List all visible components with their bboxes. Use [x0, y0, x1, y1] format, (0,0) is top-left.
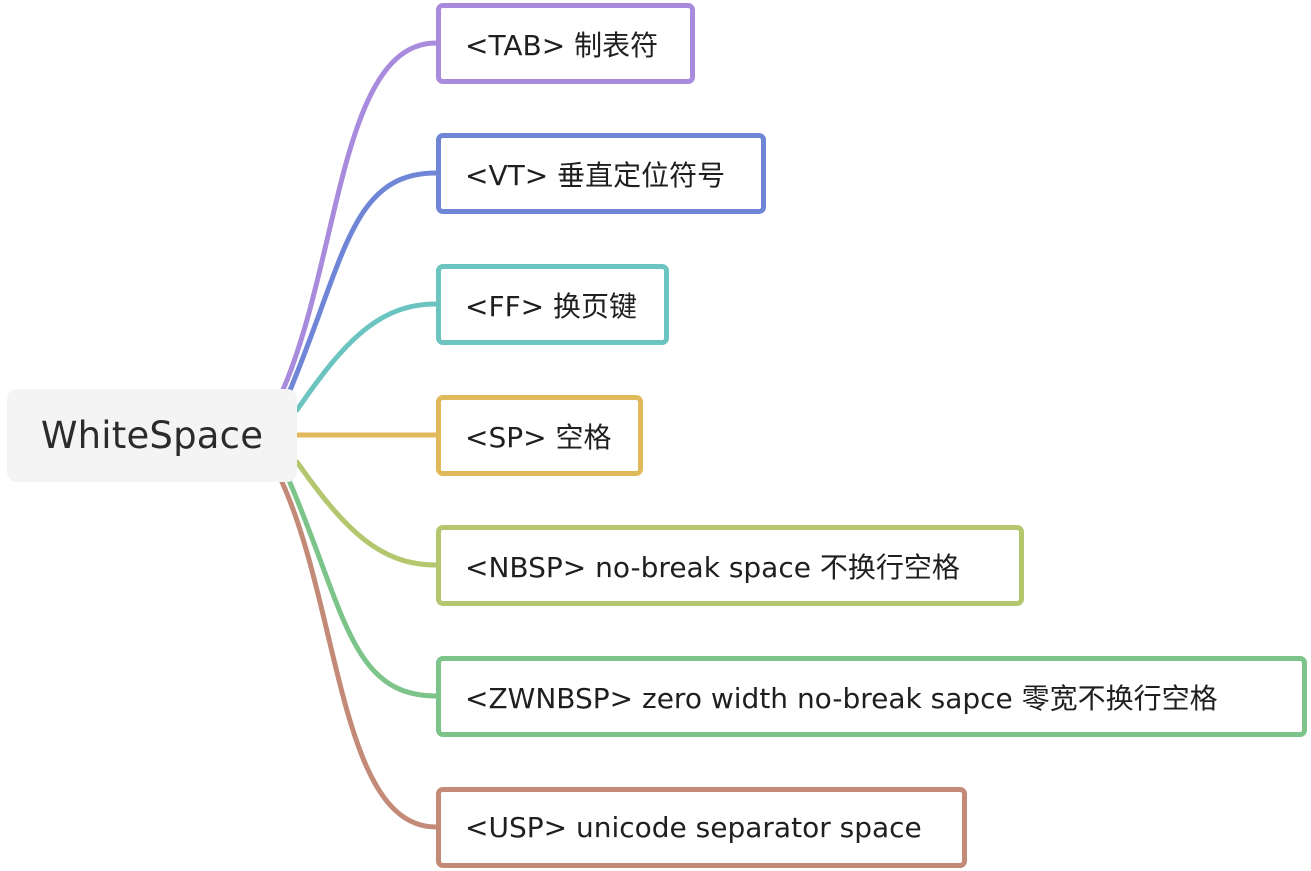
branch-node-zwnbsp[interactable]: <ZWNBSP> zero width no-break sapce 零宽不换行… — [436, 656, 1307, 737]
branch-node-nbsp-label: <NBSP> no-break space 不换行空格 — [465, 550, 960, 584]
branch-node-sp[interactable]: <SP> 空格 — [436, 395, 643, 476]
connector-zwnbsp — [285, 475, 439, 699]
branch-node-tab[interactable]: <TAB> 制表符 — [436, 3, 695, 84]
connector-vt — [285, 170, 439, 398]
connector-ff — [294, 301, 439, 413]
branch-node-zwnbsp-label: <ZWNBSP> zero width no-break sapce 零宽不换行… — [465, 681, 1218, 715]
branch-node-ff[interactable]: <FF> 换页键 — [436, 264, 669, 345]
branch-node-ff-label: <FF> 换页键 — [465, 289, 638, 323]
connector-usp — [279, 479, 439, 830]
branch-node-usp-label: <USP> unicode separator space — [465, 811, 922, 844]
branch-node-usp[interactable]: <USP> unicode separator space — [436, 787, 967, 868]
branch-node-vt-label: <VT> 垂直定位符号 — [465, 158, 726, 192]
connector-nbsp — [294, 459, 439, 568]
branch-node-sp-label: <SP> 空格 — [465, 420, 612, 454]
root-node-label: WhiteSpace — [40, 414, 264, 457]
connector-tab — [279, 40, 439, 395]
branch-node-tab-label: <TAB> 制表符 — [465, 28, 659, 62]
branch-node-nbsp[interactable]: <NBSP> no-break space 不换行空格 — [436, 525, 1024, 606]
root-node[interactable]: WhiteSpace — [7, 389, 297, 482]
branch-node-vt[interactable]: <VT> 垂直定位符号 — [436, 133, 766, 214]
